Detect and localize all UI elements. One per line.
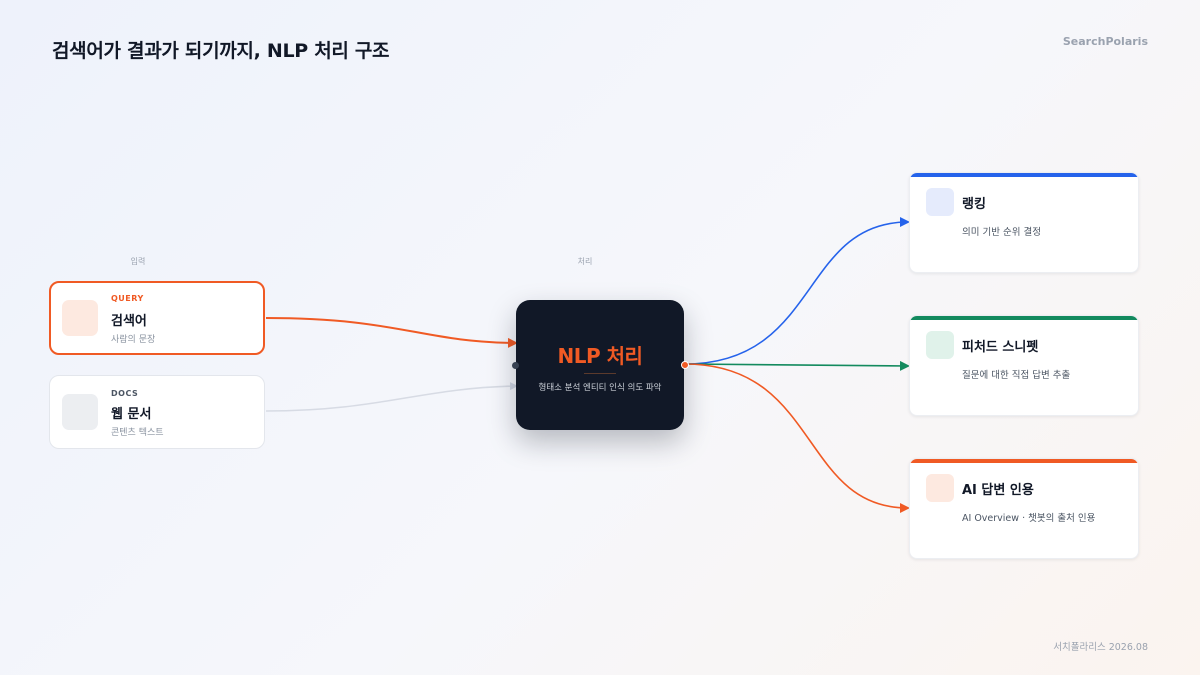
input-name: 웹 문서 — [111, 407, 152, 422]
core-subtitle: 형태소 분석 엔티티 인식 의도 파악 — [538, 383, 662, 393]
output-accent-bar — [910, 459, 1138, 463]
edge-nlp-to-ranking — [684, 217, 910, 365]
page-title: 검색어가 결과가 되기까지, NLP 처리 구조 — [52, 40, 390, 62]
input-tag: DOCS — [111, 389, 139, 398]
output-card-ai-citation[interactable]: AI 답변 인용 AI Overview · 챗봇의 출처 인용 — [909, 458, 1139, 559]
edge-nlp-to-snippet — [684, 360, 910, 371]
core-output-port — [681, 361, 689, 369]
column-label-input: 입력 — [130, 257, 146, 266]
output-sub: 의미 기반 순위 결정 — [962, 227, 1041, 238]
output-name: AI 답변 인용 — [962, 483, 1034, 498]
input-name: 검색어 — [111, 314, 147, 329]
input-tag: QUERY — [111, 294, 144, 303]
snippet-icon — [926, 331, 954, 359]
edge-query-to-nlp — [265, 317, 518, 348]
output-accent-bar — [910, 173, 1138, 177]
edge-nlp-to-ai-citation — [684, 363, 910, 513]
query-icon — [62, 300, 98, 336]
nlp-core-node[interactable]: NLP 처리 형태소 분석 엔티티 인식 의도 파악 — [516, 300, 684, 430]
input-card-query[interactable]: QUERY 검색어 사람의 문장 — [49, 281, 265, 355]
ranking-icon — [926, 188, 954, 216]
footer-text: 서치폴라리스 2026.08 — [1053, 642, 1148, 653]
document-icon — [62, 394, 98, 430]
output-sub: AI Overview · 챗봇의 출처 인용 — [962, 513, 1096, 524]
core-divider — [584, 373, 616, 374]
output-card-featured-snippet[interactable]: 피처드 스니펫 질문에 대한 직접 답변 추출 — [909, 315, 1139, 416]
brand-name: SearchPolaris — [1062, 35, 1148, 48]
column-label-process: 처리 — [577, 257, 593, 266]
output-sub: 질문에 대한 직접 답변 추출 — [962, 370, 1071, 381]
input-card-docs[interactable]: DOCS 웹 문서 콘텐츠 텍스트 — [49, 375, 265, 449]
output-name: 랭킹 — [962, 197, 986, 212]
input-sub: 사람의 문장 — [111, 335, 156, 345]
core-title: NLP 처리 — [557, 344, 643, 368]
output-name: 피처드 스니펫 — [962, 340, 1039, 355]
output-accent-bar — [910, 316, 1138, 320]
ai-citation-icon — [926, 474, 954, 502]
input-sub: 콘텐츠 텍스트 — [111, 428, 164, 438]
core-input-port — [512, 362, 519, 369]
edge-docs-to-nlp — [265, 382, 518, 412]
output-card-ranking[interactable]: 랭킹 의미 기반 순위 결정 — [909, 172, 1139, 273]
